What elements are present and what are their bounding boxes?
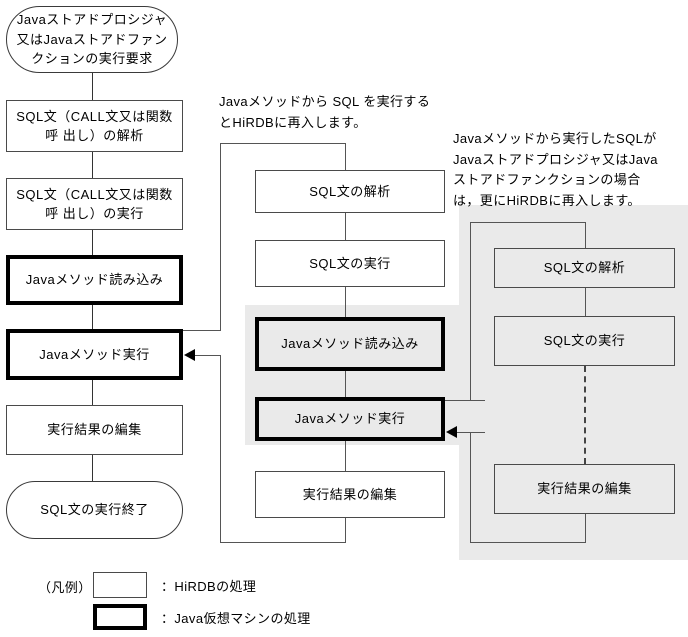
legend-swatch-hirdb (93, 572, 147, 598)
node-middle-execute: SQL文の実行 (255, 240, 445, 287)
connector-middle-run-out-horizontal (445, 400, 485, 401)
node-left-load-method: Javaメソッド読み込み (6, 255, 183, 305)
node-right-parse-label: SQL文の解析 (543, 260, 626, 276)
connector-start-to-parse (92, 73, 93, 100)
connector-middle-parse-to-execute (345, 213, 346, 240)
legend-swatch-jvm (93, 604, 147, 630)
connector-right-edit-to-return (585, 514, 586, 543)
node-middle-parse-label: SQL文の解析 (309, 183, 391, 199)
connector-edit-to-end (92, 455, 93, 481)
connector-left-run-out-horizontal (183, 330, 221, 331)
arrowhead-into-left-run-method (184, 349, 195, 361)
node-middle-parse: SQL文の解析 (255, 170, 445, 213)
node-left-execute-label: SQL文（CALL文又は関数呼 出し）の実行 (16, 186, 173, 222)
node-middle-load-method-label: Javaメソッド読み込み (281, 336, 419, 352)
node-left-end: SQL文の実行終了 (6, 481, 183, 539)
node-middle-edit-result-label: 実行結果の編集 (302, 486, 398, 502)
legend-label-jvm: ：Java仮想マシンの処理 (161, 610, 311, 626)
node-right-edit-result-label: 実行結果の編集 (537, 481, 632, 497)
node-middle-execute-label: SQL文の実行 (309, 255, 391, 271)
node-middle-run-method-label: Javaメソッド実行 (294, 411, 406, 427)
connector-right-parse-to-execute (585, 288, 586, 316)
node-left-start: Javaストアドプロシジャ 又はJavaストアドファン クションの実行要求 (6, 6, 178, 73)
connector-middle-entry-horizontal (220, 143, 346, 144)
connector-execute-to-load (92, 230, 93, 255)
connector-middle-return-riser (220, 355, 221, 543)
node-right-edit-result: 実行結果の編集 (494, 464, 675, 514)
connector-right-return-horizontal (470, 542, 586, 543)
node-left-run-method-label: Javaメソッド実行 (39, 346, 150, 362)
annotation-middle-reentry: Javaメソッドから SQL を実行する とHiRDBに再入します。 (219, 94, 431, 130)
connector-right-entry-horizontal (470, 222, 586, 223)
node-right-execute: SQL文の実行 (494, 316, 675, 366)
node-right-execute-label: SQL文の実行 (543, 333, 626, 349)
connector-middle-execute-to-load (345, 287, 346, 317)
connector-middle-load-to-run (345, 371, 346, 397)
legend-label-hirdb: ：HiRDBの処理 (161, 578, 257, 594)
connector-middle-run-to-edit (345, 441, 346, 471)
node-left-parse: SQL文（CALL文又は関数呼 出し）の解析 (6, 100, 183, 152)
node-left-edit-result-label: 実行結果の編集 (47, 422, 142, 438)
connector-middle-to-right-riser (470, 222, 471, 401)
connector-load-to-run (92, 305, 93, 329)
arrowhead-into-middle-run-method (446, 426, 457, 438)
annotation-right-reentry: Javaメソッドから実行したSQLが Javaストアドプロシジャ又はJava ス… (453, 131, 658, 208)
connector-left-run-in-horizontal (193, 355, 221, 356)
node-middle-edit-result: 実行結果の編集 (255, 471, 445, 518)
legend-title: （凡例） (38, 580, 92, 595)
legend-item-hirdb: ：HiRDBの処理 (93, 572, 256, 598)
node-left-end-label: SQL文の実行終了 (40, 502, 149, 518)
connector-middle-return-horizontal (220, 542, 346, 543)
node-middle-run-method: Javaメソッド実行 (255, 397, 445, 441)
connector-parse-to-execute (92, 152, 93, 178)
connector-right-entry-drop (585, 222, 586, 248)
legend-item-jvm: ：Java仮想マシンの処理 (93, 604, 311, 630)
node-left-edit-result: 実行結果の編集 (6, 405, 183, 455)
connector-right-return-riser (470, 432, 471, 543)
connector-left-to-middle-riser (220, 143, 221, 331)
node-right-parse: SQL文の解析 (494, 248, 675, 288)
node-left-load-method-label: Javaメソッド読み込み (25, 272, 164, 288)
node-middle-load-method: Javaメソッド読み込み (255, 317, 445, 371)
node-left-start-label: Javaストアドプロシジャ 又はJavaストアドファン クションの実行要求 (16, 12, 168, 67)
node-left-run-method: Javaメソッド実行 (6, 329, 183, 380)
node-left-parse-label: SQL文（CALL文又は関数呼 出し）の解析 (16, 108, 173, 144)
connector-right-execute-to-edit-dashed (584, 366, 586, 464)
connector-run-to-edit (92, 380, 93, 405)
connector-middle-edit-to-return (345, 518, 346, 543)
node-left-execute: SQL文（CALL文又は関数呼 出し）の実行 (6, 178, 183, 230)
connector-middle-entry-drop (345, 143, 346, 170)
